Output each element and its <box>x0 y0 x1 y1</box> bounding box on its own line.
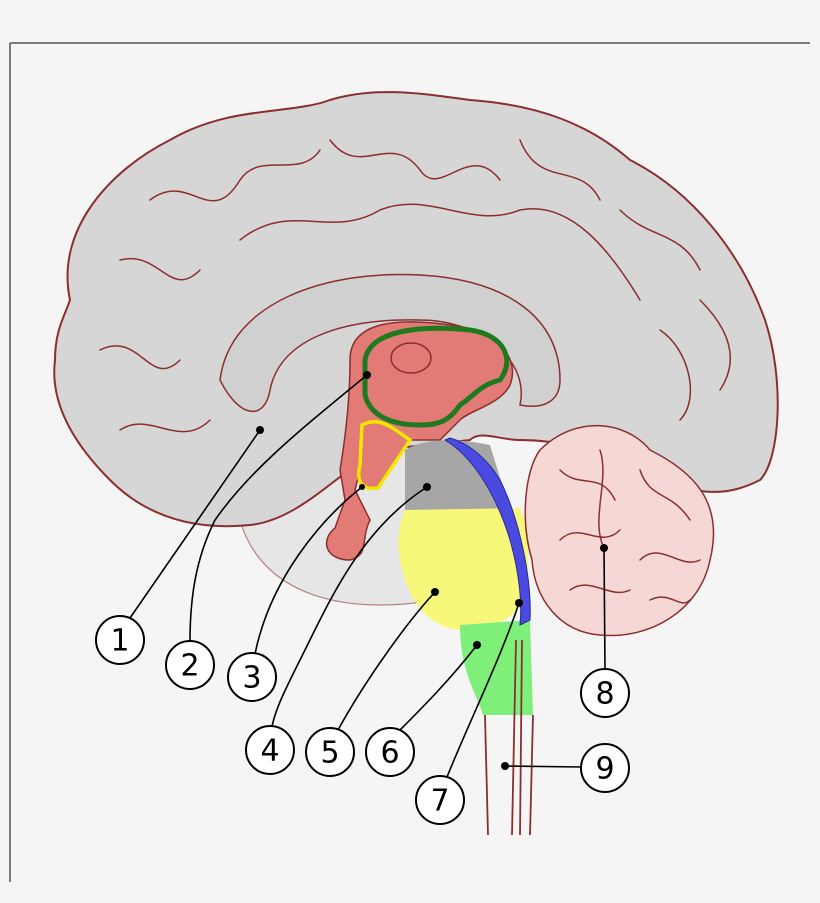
label-4: 4 <box>245 725 295 775</box>
thalamus <box>325 321 514 561</box>
label-1-text: 1 <box>110 624 129 659</box>
label-5-text: 5 <box>320 736 339 771</box>
label-2-text: 2 <box>180 649 199 684</box>
massa-intermedia <box>390 342 432 374</box>
label-3: 3 <box>227 652 277 702</box>
hypothalamus <box>357 419 413 491</box>
label-9: 9 <box>580 743 630 793</box>
label-7-text: 7 <box>430 784 449 819</box>
label-8: 8 <box>580 668 630 718</box>
label-3-text: 3 <box>242 661 261 696</box>
leader-lines <box>129 374 606 778</box>
midbrain <box>405 440 510 510</box>
label-8-text: 8 <box>595 677 614 712</box>
spinal-cord <box>484 639 534 836</box>
pons <box>398 508 529 630</box>
label-4-text: 4 <box>260 734 279 769</box>
label-7: 7 <box>415 775 465 825</box>
label-1: 1 <box>95 615 145 665</box>
limbic-outline <box>362 325 510 428</box>
corticospinal-tract <box>443 437 531 626</box>
label-2: 2 <box>165 640 215 690</box>
cingulate-gyrus <box>219 273 561 413</box>
label-5: 5 <box>305 727 355 777</box>
anchor-dots <box>256 371 608 770</box>
label-6-text: 6 <box>380 736 399 771</box>
label-6: 6 <box>365 727 415 777</box>
label-9-text: 9 <box>595 752 614 787</box>
